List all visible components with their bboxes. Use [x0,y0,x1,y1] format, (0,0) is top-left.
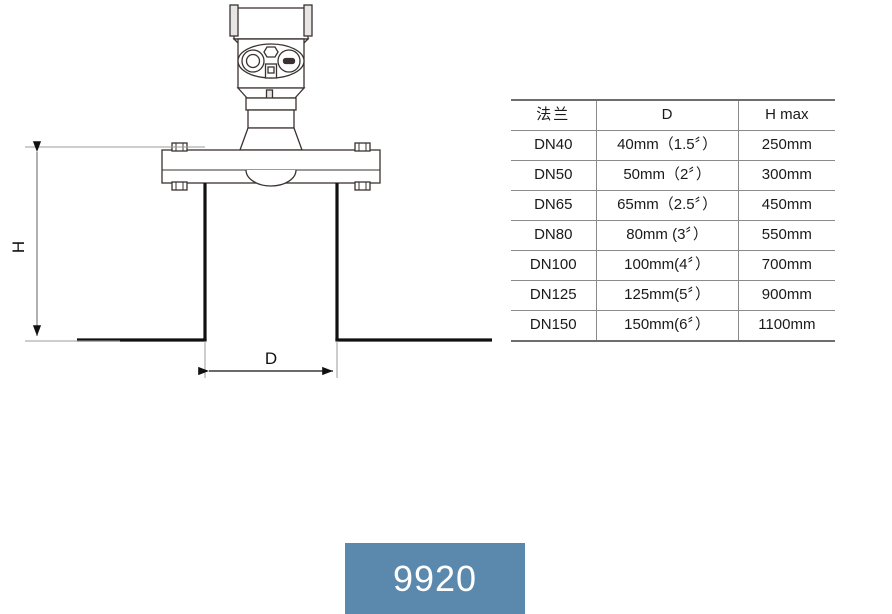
cell-d: 80mm (3〞） [596,220,739,251]
nameplate [264,63,278,79]
display-window-icon [241,49,265,73]
dimension-h-label: H [9,241,28,253]
cell-h: 250mm [738,130,835,161]
cell-d: 50mm（2〞） [596,160,739,191]
flange-spec-table: 法兰 D H max DN40 40mm（1.5〞） 250mm DN50 50… [511,99,835,342]
column-header-flange: 法兰 [511,99,597,131]
table-row: DN80 80mm (3〞） 550mm [511,220,835,251]
cell-h: 550mm [738,220,835,251]
dimension-d: D [198,341,338,378]
cell-h: 300mm [738,160,835,191]
vent-plug-icon [263,46,279,58]
neck [236,87,306,151]
dimension-d-label: D [265,349,277,368]
model-number-banner: 9920 [345,543,525,614]
cell-d: 40mm（1.5〞） [596,130,739,161]
cell-h: 700mm [738,250,835,281]
cell-flange: DN150 [511,310,597,342]
dimension-h: H [9,141,205,342]
table-row: DN100 100mm(4〞） 700mm [511,250,835,281]
cell-d: 150mm(6〞） [596,310,739,342]
adjustment-knob-icon [277,49,301,73]
table-row: DN150 150mm(6〞） 1100mm [511,310,835,342]
cell-d: 125mm(5〞） [596,280,739,311]
cell-d: 65mm（2.5〞） [596,190,739,221]
cell-flange: DN50 [511,160,597,191]
column-header-d: D [596,99,739,131]
table-row: DN50 50mm（2〞） 300mm [511,160,835,191]
horn-antenna [203,183,339,340]
cell-flange: DN65 [511,190,597,221]
cell-flange: DN80 [511,220,597,251]
table-row: DN65 65mm（2.5〞） 450mm [511,190,835,221]
cell-flange: DN100 [511,250,597,281]
table-header-row: 法兰 D H max [511,99,835,131]
cell-d: 100mm(4〞） [596,250,739,281]
column-header-h: H max [738,99,835,131]
process-flange [161,142,381,191]
device-drawing: H D [9,4,492,378]
cell-h: 450mm [738,190,835,221]
table-row: DN125 125mm(5〞） 900mm [511,280,835,311]
cell-h: 1100mm [738,310,835,342]
cell-h: 900mm [738,280,835,311]
cell-flange: DN40 [511,130,597,161]
model-number-text: 9920 [392,557,478,599]
table-row: DN40 40mm（1.5〞） 250mm [511,130,835,161]
cell-flange: DN125 [511,280,597,311]
